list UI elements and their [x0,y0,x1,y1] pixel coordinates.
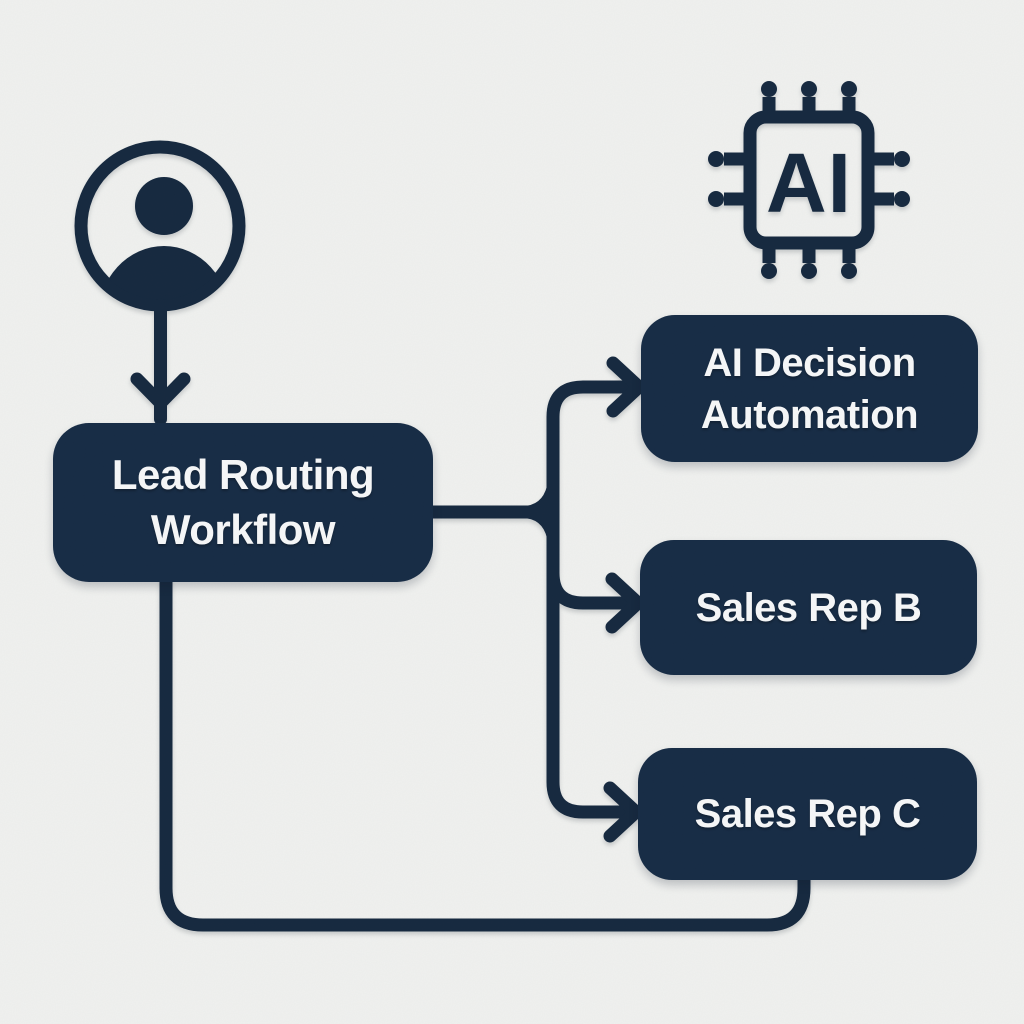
junction-flare [522,486,547,538]
node-ai-label: AI Decision Automation [700,340,919,437]
user-head [135,177,193,235]
connector-user-to-lead [130,298,191,426]
node-sales-rep-c: Sales Rep C [638,748,977,880]
node-lead-routing-workflow: Lead Routing Workflow [53,423,433,582]
ai-chip-label: AI [766,136,852,230]
ai-chip-icon: AI [708,81,910,279]
connector-lead-to-branches [433,356,646,843]
node-rep-b-label: Sales Rep B [695,585,922,630]
node-lead-label: Lead Routing Workflow [111,450,375,553]
node-sales-rep-b: Sales Rep B [640,540,977,675]
node-ai-decision-automation: AI Decision Automation [641,315,978,462]
node-rep-c-label: Sales Rep C [694,792,921,836]
